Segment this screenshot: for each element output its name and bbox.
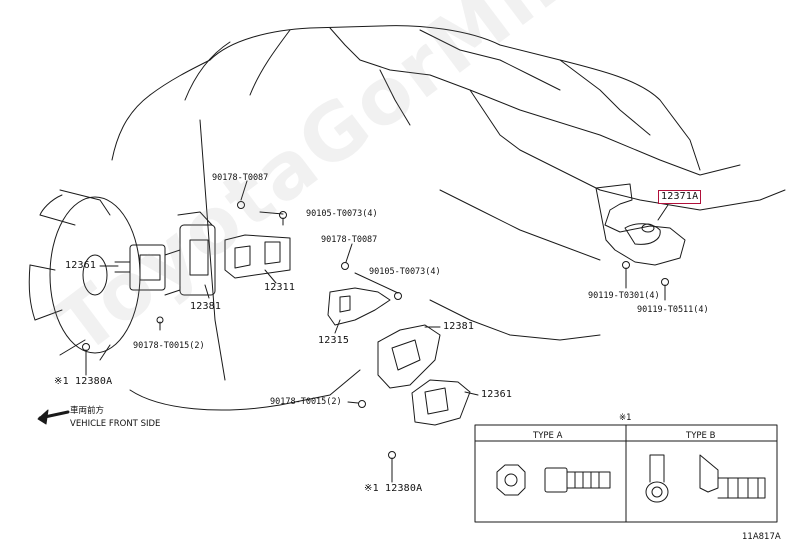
part-label-12371a[interactable]: 12371A bbox=[658, 190, 702, 204]
table-header-type-a: TYPE A bbox=[533, 431, 563, 441]
part-label-12380a-b[interactable]: ※1 12380A bbox=[364, 483, 423, 494]
part-label-90178-t0087-b[interactable]: 90178-T0087 bbox=[321, 235, 378, 245]
table-header-type-b: TYPE B bbox=[686, 431, 716, 441]
part-label-12381-a[interactable]: 12381 bbox=[190, 301, 222, 312]
part-label-90105-t0073-a[interactable]: 90105-T0073(4) bbox=[306, 209, 378, 219]
part-label-90105-t0073-b[interactable]: 90105-T0073(4) bbox=[369, 267, 441, 277]
part-label-90178-t0087-a[interactable]: 90178-T0087 bbox=[212, 173, 269, 183]
figure-id: 11A817A bbox=[742, 532, 781, 542]
part-label-12361-b[interactable]: 12361 bbox=[481, 389, 513, 400]
front-note-jp: 車両前方 bbox=[70, 406, 105, 416]
part-label-90178-t0015-b[interactable]: 90178-T0015(2) bbox=[270, 397, 342, 407]
part-label-12361-a[interactable]: 12361 bbox=[65, 260, 97, 271]
part-label-90119-t0301[interactable]: 90119-T0301(4) bbox=[588, 291, 660, 301]
part-label-12380a-a[interactable]: ※1 12380A bbox=[54, 376, 113, 387]
part-label-12315[interactable]: 12315 bbox=[318, 335, 350, 346]
part-label-90119-t0511[interactable]: 90119-T0511(4) bbox=[637, 305, 709, 315]
table-mark: ※1 bbox=[619, 413, 632, 423]
part-label-90178-t0015-a[interactable]: 90178-T0015(2) bbox=[133, 341, 205, 351]
part-label-12311[interactable]: 12311 bbox=[264, 282, 296, 293]
part-label-12381-b[interactable]: 12381 bbox=[443, 321, 475, 332]
front-note-en: VEHICLE FRONT SIDE bbox=[70, 419, 161, 429]
